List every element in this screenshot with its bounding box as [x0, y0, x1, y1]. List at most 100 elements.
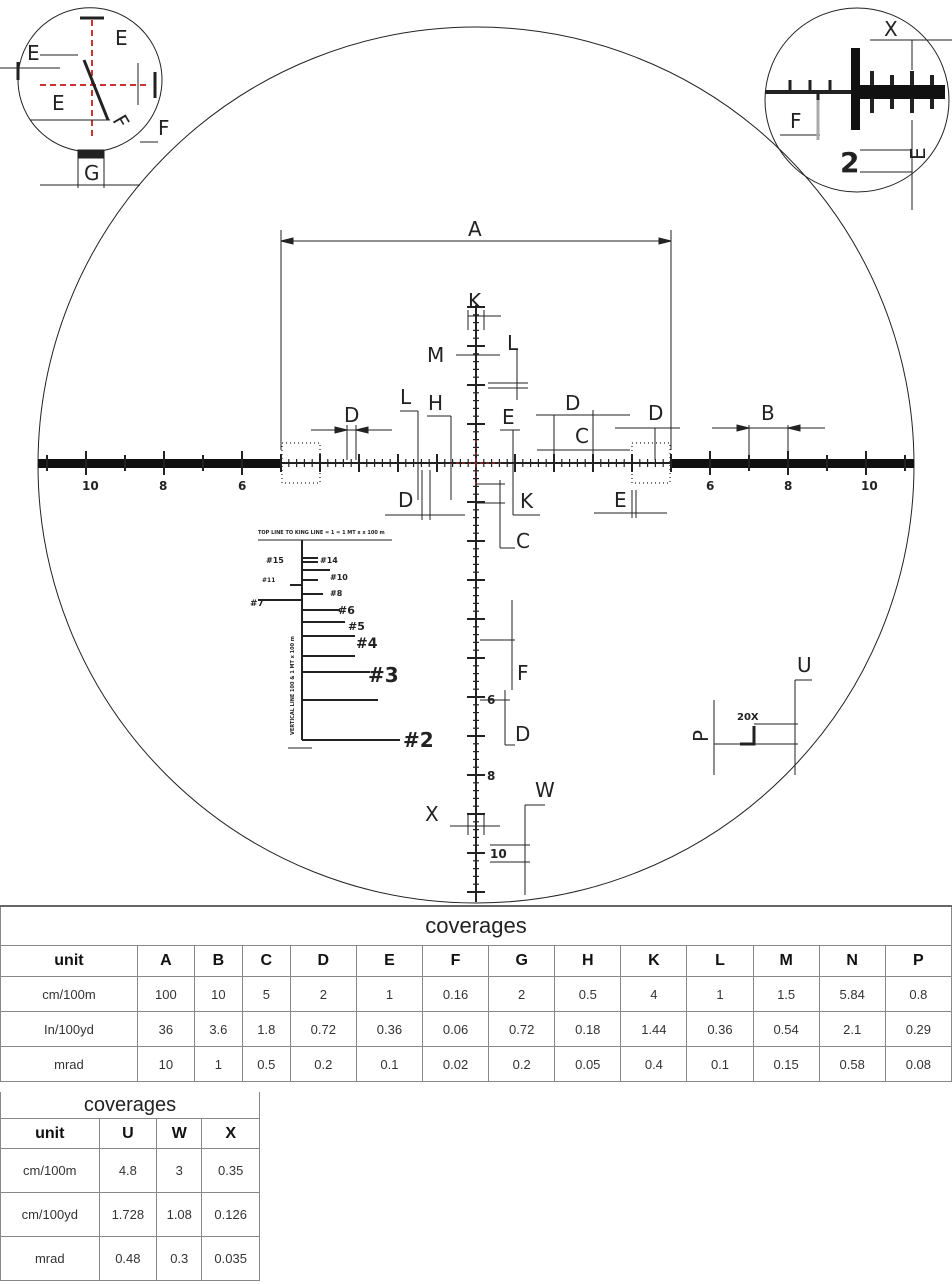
table-cell: 5 [241, 976, 291, 1012]
table-cell: In/100yd [0, 1011, 138, 1047]
holdover-mark-label: #3 [368, 663, 399, 687]
column-header: E [355, 945, 424, 977]
table-cell: 0.1 [686, 1046, 754, 1082]
column-header: unit [0, 945, 138, 977]
table-cell: 0.1 [355, 1046, 424, 1082]
scale-6-right: 6 [706, 479, 714, 493]
table-cell: 0.08 [884, 1046, 952, 1082]
scale-10-left: 10 [82, 479, 99, 493]
holdover-chart [258, 539, 400, 749]
label-d: D [515, 722, 530, 746]
table-cell: 0.36 [355, 1011, 424, 1047]
label-d: D [344, 403, 359, 427]
scale-10-vertical: 10 [490, 847, 507, 861]
column-header: M [752, 945, 820, 977]
table-cell: 0.15 [752, 1046, 820, 1082]
table-cell: 0.2 [289, 1046, 357, 1082]
left-thick-post [38, 459, 281, 468]
holdover-mark-label: #10 [330, 573, 348, 582]
label-e: E [27, 41, 40, 65]
dimension-b [712, 424, 825, 460]
magnification-label: 20X [737, 712, 759, 723]
label-h: H [428, 391, 443, 415]
label-a: A [468, 217, 482, 241]
label-x: X [425, 802, 439, 826]
table-cell: 100 [136, 976, 195, 1012]
table-cell: mrad [0, 1046, 138, 1082]
column-header: A [136, 945, 195, 977]
table-cell: 3 [156, 1148, 203, 1193]
table-cell: 0.16 [421, 976, 490, 1012]
table-cell: 0.02 [421, 1046, 490, 1082]
table-cell: 1 [193, 1046, 243, 1082]
scale-8-right: 8 [784, 479, 792, 493]
right-thick-post [671, 459, 914, 468]
table-cell: 2 [488, 976, 556, 1012]
column-header: C [241, 945, 291, 977]
table-cell: 0.06 [421, 1011, 490, 1047]
label-c: C [575, 424, 589, 448]
label-w: W [535, 778, 555, 802]
holdover-vertical-caption: VERTICAL LINE 100 & 1 MT x 100 m [290, 636, 296, 735]
label-k: K [468, 289, 482, 313]
table-cell: 0.8 [884, 976, 952, 1012]
table-cell: 0.4 [620, 1046, 688, 1082]
table-cell: 0.29 [884, 1011, 952, 1047]
table-cell: 0.3 [156, 1236, 203, 1281]
table-cell: 1 [686, 976, 754, 1012]
label-e: E [115, 26, 128, 50]
table-cell: 0.48 [98, 1236, 158, 1281]
table-cell: 1.08 [156, 1192, 203, 1237]
dimension-k [467, 310, 501, 330]
table-cell: cm/100yd [0, 1192, 100, 1237]
label-f: F [108, 111, 135, 133]
label-e: E [502, 405, 515, 429]
holdover-mark-label: #4 [356, 636, 378, 652]
label-g: G [84, 161, 100, 185]
table-cell: 1.44 [620, 1011, 688, 1047]
magnification-marker [713, 679, 812, 775]
table-cell: 0.035 [201, 1236, 260, 1281]
table-cell: mrad [0, 1236, 100, 1281]
column-header: U [98, 1118, 158, 1149]
table-cell: 0.2 [488, 1046, 556, 1082]
column-header: W [156, 1118, 203, 1149]
table-cell: cm/100m [0, 976, 138, 1012]
scale-8-left: 8 [159, 479, 167, 493]
label-d: D [565, 391, 580, 415]
label-l: L [507, 331, 519, 355]
table-cell: 4 [620, 976, 688, 1012]
table-title: coverages [0, 905, 952, 946]
table-cell: cm/100m [0, 1148, 100, 1193]
label-d: D [648, 401, 663, 425]
label-b: B [761, 401, 775, 425]
table-cell: 0.5 [554, 976, 622, 1012]
table-cell: 0.126 [201, 1192, 260, 1237]
label-p: P [689, 730, 713, 742]
label-e: E [906, 147, 930, 160]
holdover-mark-label: #11 [262, 577, 275, 584]
holdover-mark-label: #7 [250, 599, 264, 609]
holdover-mark-label: #14 [320, 556, 338, 565]
table-cell: 1.8 [241, 1011, 291, 1047]
column-header: F [421, 945, 490, 977]
table-cell: 5.84 [818, 976, 886, 1012]
table-cell: 2.1 [818, 1011, 886, 1047]
table-cell: 0.18 [554, 1011, 622, 1047]
label-d: D [398, 488, 413, 512]
label-c: C [516, 529, 530, 553]
label-m: M [427, 343, 444, 367]
label-x: X [884, 17, 898, 41]
holdover-mark-label: #2 [403, 728, 434, 752]
table-cell: 10 [136, 1046, 195, 1082]
table-cell: 0.72 [488, 1011, 556, 1047]
dimension-a [280, 230, 672, 450]
column-header: H [554, 945, 622, 977]
